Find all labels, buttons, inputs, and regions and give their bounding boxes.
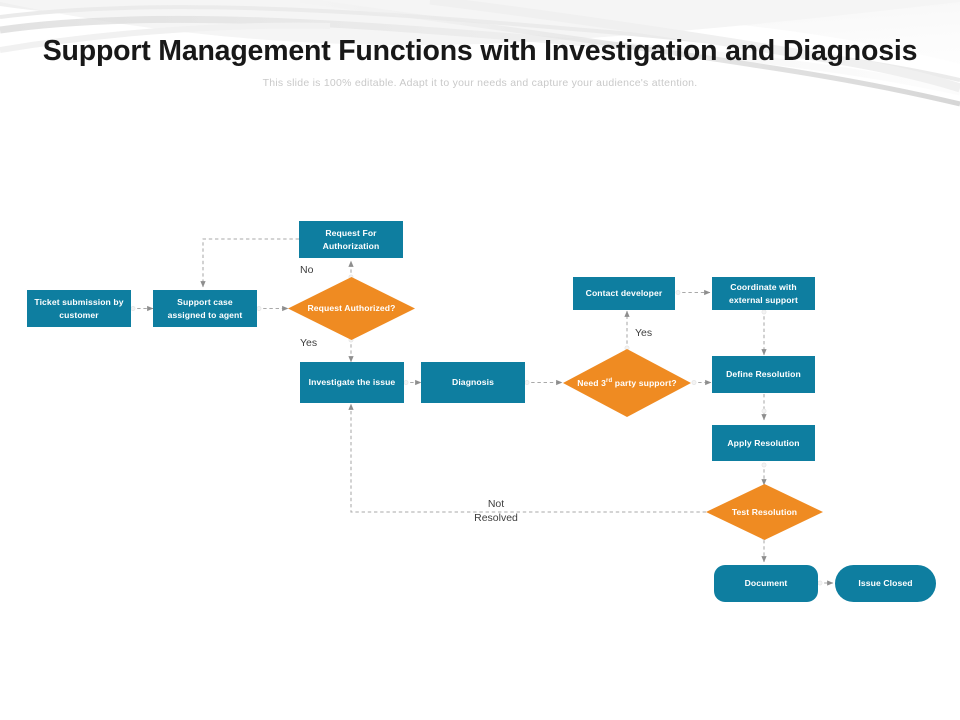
node-test-resolution[interactable]: Test Resolution (706, 484, 823, 540)
title-block: Support Management Functions with Invest… (0, 34, 960, 89)
node-investigate-issue[interactable]: Investigate the issue (300, 362, 404, 403)
node-define-resolution[interactable]: Define Resolution (712, 356, 815, 393)
node-label: Define Resolution (726, 369, 801, 380)
page-title: Support Management Functions with Invest… (42, 35, 918, 67)
node-support-case[interactable]: Support case assigned to agent (153, 290, 257, 327)
node-label: Coordinate with external support (729, 282, 798, 305)
node-label: Request Authorized? (307, 303, 396, 314)
edge-label-auth-yes: Yes (300, 337, 318, 349)
page-subtitle: This slide is 100% editable. Adapt it to… (262, 77, 698, 90)
node-label: Request For Authorization (322, 228, 380, 251)
diamond-shape (563, 349, 691, 417)
node-label: Document (744, 578, 788, 589)
node-ticket-submission[interactable]: Ticket submission by customer (27, 290, 131, 327)
edge-label-not-resolved: Not Resolved (474, 498, 518, 524)
edge-label-auth-no: No (300, 264, 314, 276)
diamond-shape (288, 277, 415, 340)
node-label: Ticket submission by customer (34, 297, 124, 320)
node-label: Diagnosis (452, 377, 494, 388)
node-label: Investigate the issue (308, 377, 396, 388)
node-label: Apply Resolution (727, 437, 800, 448)
node-label: Support case assigned to agent (167, 297, 243, 320)
node-need-third-party-support[interactable]: Need 3rd party support? (563, 349, 691, 417)
node-label: Issue Closed (858, 578, 913, 589)
node-document[interactable]: Document (714, 565, 818, 602)
node-request-for-authorization[interactable]: Request For Authorization (299, 221, 403, 258)
edge-label-third-party-yes: Yes (635, 327, 653, 339)
node-label: Contact developer (585, 288, 663, 299)
node-label: Need 3rd party support? (577, 377, 677, 388)
node-apply-resolution[interactable]: Apply Resolution (712, 425, 815, 461)
node-request-authorized[interactable]: Request Authorized? (288, 277, 415, 340)
diamond-shape (706, 484, 823, 540)
node-diagnosis[interactable]: Diagnosis (421, 362, 525, 403)
node-label: Test Resolution (731, 506, 798, 517)
node-coordinate-external-support[interactable]: Coordinate with external support (712, 277, 815, 310)
node-issue-closed[interactable]: Issue Closed (835, 565, 936, 602)
node-contact-developer[interactable]: Contact developer (573, 277, 675, 310)
